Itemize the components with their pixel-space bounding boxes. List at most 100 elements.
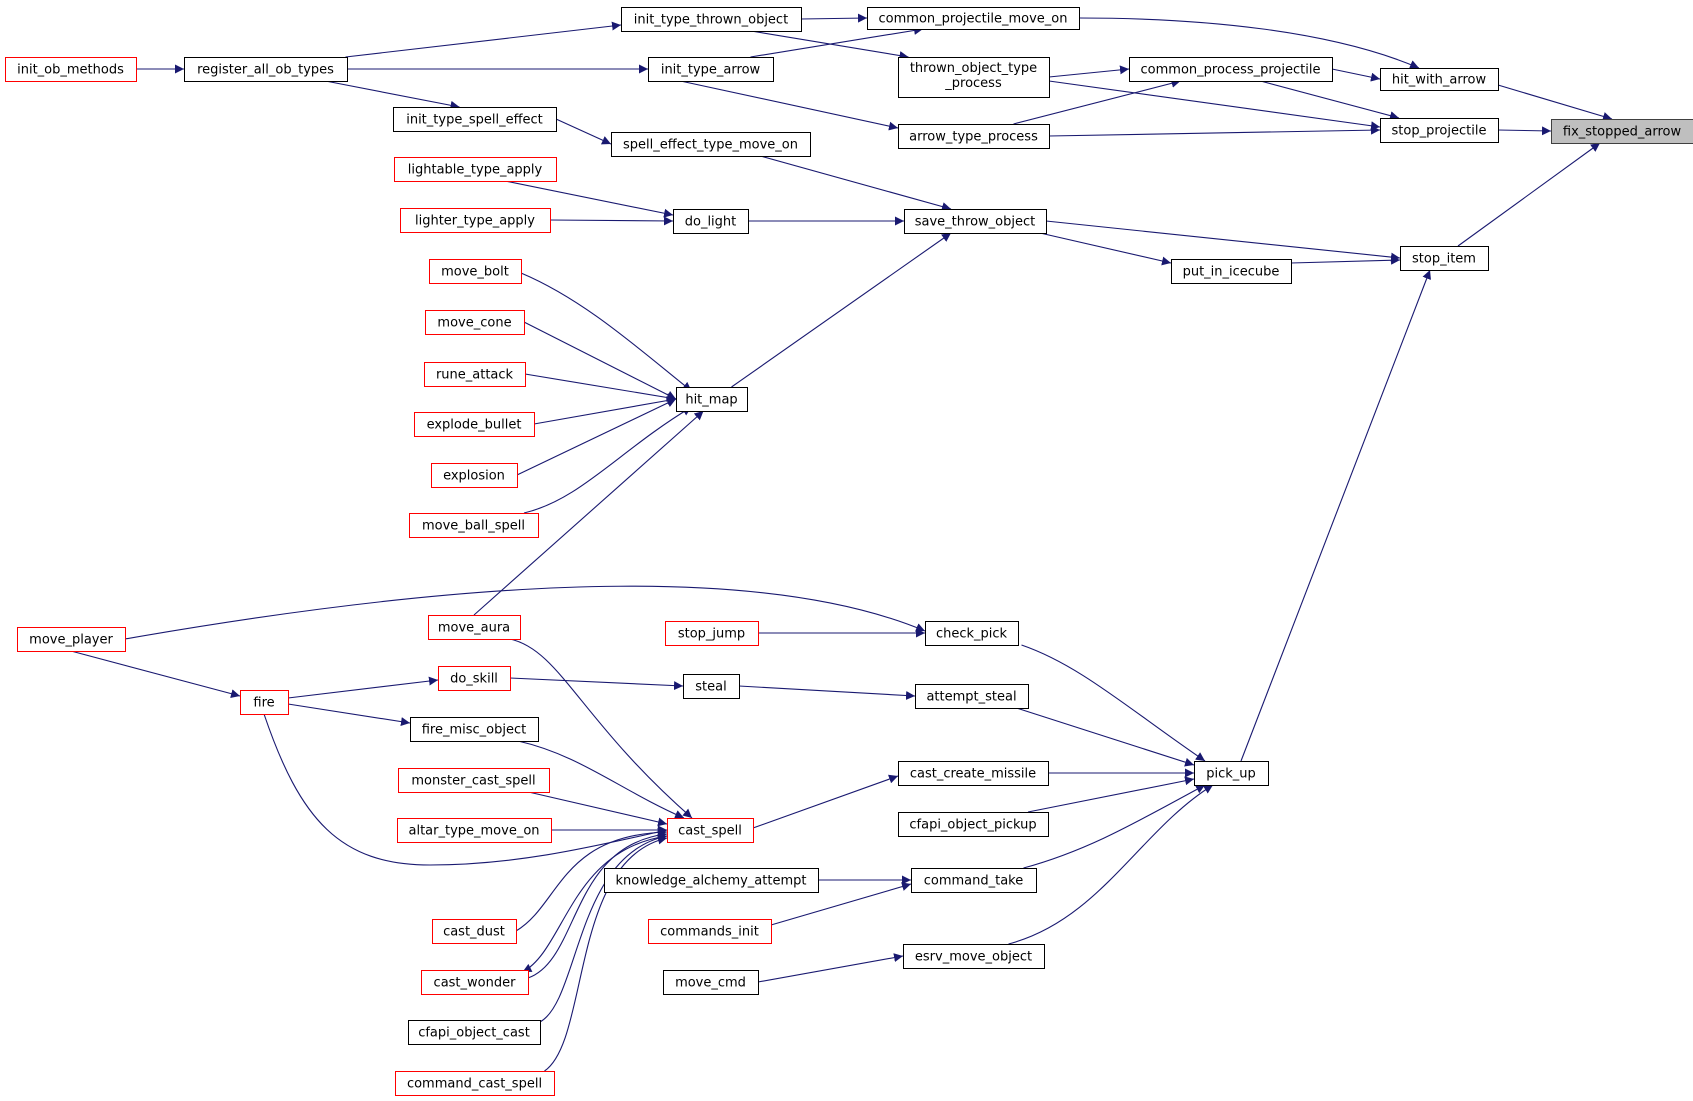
node-common-process-projectile[interactable]: common_process_projectile [1129,57,1333,82]
node-init-type-arrow[interactable]: init_type_arrow [648,57,774,82]
node-box[interactable] [683,674,740,699]
node-common-projectile-move-on[interactable]: common_projectile_move_on [867,7,1080,30]
node-box[interactable] [397,818,552,843]
node-knowledge-alchemy-attempt[interactable]: knowledge_alchemy_attempt [604,868,819,893]
node-box[interactable] [604,868,819,893]
node-box[interactable] [431,463,518,488]
node-box[interactable] [1551,119,1693,144]
node-box[interactable] [17,627,126,652]
node-cfapi-object-pickup[interactable]: cfapi_object_pickup [898,812,1049,837]
node-box[interactable] [648,57,774,82]
node-lighter-type-apply[interactable]: lighter_type_apply [400,208,551,233]
node-box[interactable] [898,124,1050,149]
node-init-type-thrown-object[interactable]: init_type_thrown_object [621,7,802,32]
node-box[interactable] [904,209,1047,234]
node-spell-effect-type-move-on[interactable]: spell_effect_type_move_on [611,132,811,157]
node-command-cast-spell[interactable]: command_cast_spell [395,1071,555,1096]
node-explosion[interactable]: explosion [431,463,518,488]
node-box[interactable] [667,818,754,843]
node-box[interactable] [409,513,539,538]
node-put-in-icecube[interactable]: put_in_icecube [1171,259,1292,284]
node-explode-bullet[interactable]: explode_bullet [414,412,535,437]
node-box[interactable] [673,209,749,234]
node-box[interactable] [663,970,759,995]
node-thrown-object-type-process[interactable]: thrown_object_type_process [898,57,1050,98]
node-box[interactable] [648,919,772,944]
node-box[interactable] [867,7,1080,30]
node-box[interactable] [621,7,802,32]
node-stop-projectile[interactable]: stop_projectile [1380,118,1499,143]
node-move-cone[interactable]: move_cone [425,310,525,335]
node-esrv-move-object[interactable]: esrv_move_object [903,944,1045,969]
node-box[interactable] [1380,118,1499,143]
node-stop-item[interactable]: stop_item [1400,246,1489,271]
node-box[interactable] [395,1071,555,1096]
node-commands-init[interactable]: commands_init [648,919,772,944]
node-box[interactable] [398,768,550,793]
node-init-ob-methods[interactable]: init_ob_methods [5,57,137,82]
node-move-aura[interactable]: move_aura [428,615,521,640]
node-box[interactable] [1194,761,1269,786]
node-fire[interactable]: fire [240,690,289,715]
node-box[interactable] [393,107,557,132]
node-box[interactable] [925,621,1019,646]
node-init-type-spell-effect[interactable]: init_type_spell_effect [393,107,557,132]
node-cast-create-missile[interactable]: cast_create_missile [898,761,1049,786]
node-box[interactable] [410,717,539,742]
node-move-ball-spell[interactable]: move_ball_spell [409,513,539,538]
node-box[interactable] [421,970,529,995]
node-move-bolt[interactable]: move_bolt [429,259,522,284]
node-hit-map[interactable]: hit_map [676,387,748,412]
node-command-take[interactable]: command_take [911,868,1037,893]
node-check-pick[interactable]: check_pick [925,621,1019,646]
node-cast-wonder[interactable]: cast_wonder [421,970,529,995]
node-box[interactable] [394,157,557,182]
node-hit-with-arrow[interactable]: hit_with_arrow [1380,68,1499,91]
node-box[interactable] [903,944,1045,969]
node-monster-cast-spell[interactable]: monster_cast_spell [398,768,550,793]
node-box[interactable] [676,387,748,412]
node-box[interactable] [429,259,522,284]
node-box[interactable] [1129,57,1333,82]
node-save-throw-object[interactable]: save_throw_object [904,209,1047,234]
node-lightable-type-apply[interactable]: lightable_type_apply [394,157,557,182]
node-box[interactable] [1400,246,1489,271]
node-stop-jump[interactable]: stop_jump [665,621,759,646]
node-box[interactable] [425,310,525,335]
node-box[interactable] [898,57,1050,98]
node-box[interactable] [184,57,348,82]
node-altar-type-move-on[interactable]: altar_type_move_on [397,818,552,843]
node-box[interactable] [915,684,1029,709]
node-box[interactable] [898,761,1049,786]
node-box[interactable] [438,666,511,691]
node-register-all-ob-types[interactable]: register_all_ob_types [184,57,348,82]
node-box[interactable] [424,362,526,387]
node-attempt-steal[interactable]: attempt_steal [915,684,1029,709]
node-box[interactable] [240,690,289,715]
node-fire-misc-object[interactable]: fire_misc_object [410,717,539,742]
node-cast-dust[interactable]: cast_dust [432,919,517,944]
node-do-skill[interactable]: do_skill [438,666,511,691]
node-box[interactable] [911,868,1037,893]
node-box[interactable] [432,919,517,944]
node-box[interactable] [428,615,521,640]
node-box[interactable] [611,132,811,157]
node-pick-up[interactable]: pick_up [1194,761,1269,786]
node-box[interactable] [5,57,137,82]
node-box[interactable] [400,208,551,233]
node-rune-attack[interactable]: rune_attack [424,362,526,387]
node-do-light[interactable]: do_light [673,209,749,234]
node-box[interactable] [665,621,759,646]
node-cfapi-object-cast[interactable]: cfapi_object_cast [408,1020,541,1045]
node-box[interactable] [1171,259,1292,284]
node-arrow-type-process[interactable]: arrow_type_process [898,124,1050,149]
node-box[interactable] [898,812,1049,837]
node-box[interactable] [1380,68,1499,91]
node-steal[interactable]: steal [683,674,740,699]
node-move-player[interactable]: move_player [17,627,126,652]
node-move-cmd[interactable]: move_cmd [663,970,759,995]
node-cast-spell[interactable]: cast_spell [667,818,754,843]
node-fix-stopped-arrow[interactable]: fix_stopped_arrow [1551,119,1693,144]
node-box[interactable] [408,1020,541,1045]
node-box[interactable] [414,412,535,437]
